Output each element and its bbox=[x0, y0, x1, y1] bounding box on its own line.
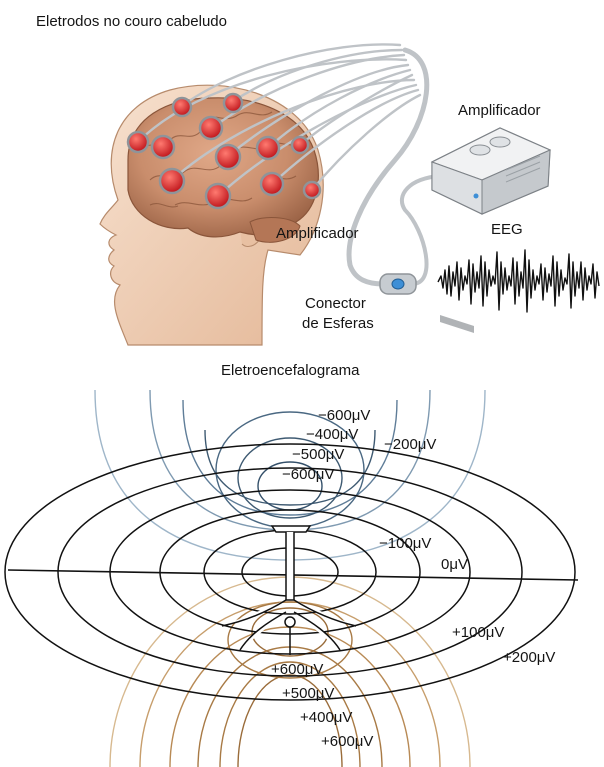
value-label-zero: 0μV bbox=[441, 557, 468, 572]
value-label-pos-200: +200μV bbox=[503, 650, 555, 665]
value-label-neg-600-inner: −600μV bbox=[282, 467, 334, 482]
value-label-pos-600-inner: +600μV bbox=[271, 662, 323, 677]
amplifier-device-label: Amplificador bbox=[458, 103, 541, 118]
value-label-neg-200: −200μV bbox=[384, 437, 436, 452]
connector-label-line2: de Esferas bbox=[302, 316, 374, 331]
connector-label-line1: Conector bbox=[305, 296, 366, 311]
value-label-neg-500: −500μV bbox=[292, 447, 344, 462]
electrode bbox=[152, 136, 174, 158]
electrode bbox=[206, 184, 230, 208]
electrode bbox=[292, 137, 308, 153]
scalp-electrodes-label: Eletrodos no couro cabeludo bbox=[36, 14, 227, 29]
eeg-waveform bbox=[438, 250, 599, 312]
value-label-pos-400: +400μV bbox=[300, 710, 352, 725]
electrode bbox=[261, 173, 283, 195]
amplifier-head-label: Amplificador bbox=[276, 226, 359, 241]
ball-connector bbox=[380, 274, 416, 294]
electrode bbox=[224, 94, 242, 112]
electrode bbox=[257, 137, 279, 159]
value-label-pos-600-outer: +600μV bbox=[321, 734, 373, 749]
electrode bbox=[160, 169, 184, 193]
value-label-neg-100: −100μV bbox=[379, 536, 431, 551]
electrode bbox=[128, 132, 148, 152]
electrode bbox=[200, 117, 222, 139]
electrode bbox=[216, 145, 240, 169]
section-title: Eletroencefalograma bbox=[221, 363, 359, 378]
value-label-neg-400: −400μV bbox=[306, 427, 358, 442]
value-label-pos-500: +500μV bbox=[282, 686, 334, 701]
neuron bbox=[222, 526, 356, 655]
value-label-pos-100: +100μV bbox=[452, 625, 504, 640]
eeg-label: EEG bbox=[491, 222, 523, 237]
value-label-neg-600-outer: −600μV bbox=[318, 408, 370, 423]
electrode bbox=[173, 98, 191, 116]
electrode bbox=[304, 182, 320, 198]
